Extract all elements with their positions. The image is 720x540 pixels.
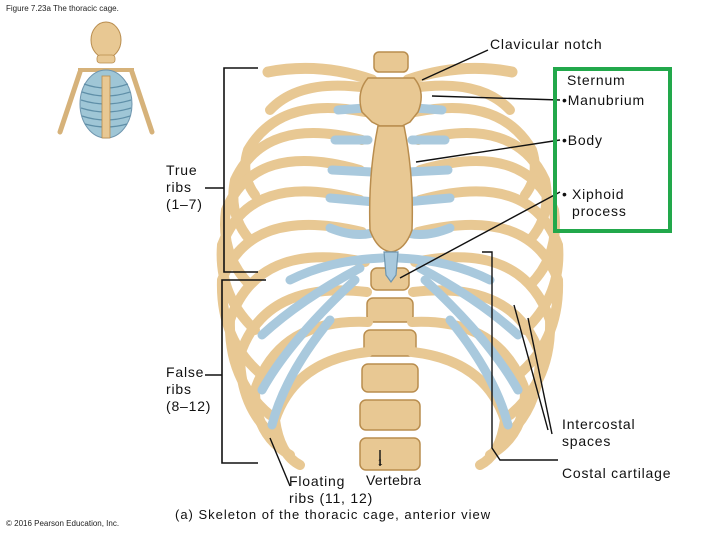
label-body: Body [562, 132, 603, 149]
xiphoid-bullet: • [562, 186, 568, 202]
label-xiphoid-process: Xiphoid process [572, 186, 627, 219]
skeleton-thumbnail [57, 21, 155, 139]
label-floating-ribs: Floating ribs (11, 12) [289, 473, 374, 506]
copyright-notice: © 2016 Pearson Education, Inc. [6, 519, 120, 528]
label-false-ribs: False ribs (8–12) [166, 364, 212, 414]
label-manubrium: Manubrium [562, 92, 645, 109]
label-intercostal-spaces: Intercostal spaces [562, 416, 636, 449]
sternum-highlight-box [553, 67, 672, 233]
panel-title-text: Skeleton of the thoracic cage, anterior … [198, 507, 492, 522]
panel-title: (a) Skeleton of the thoracic cage, anter… [175, 507, 491, 522]
label-vertebra-number: 1 [378, 458, 383, 467]
label-vertebra: Vertebra [366, 472, 422, 488]
panel-letter: (a) [175, 507, 194, 522]
figure-caption: Figure 7.23a The thoracic cage. [6, 4, 119, 13]
sternum-bone [359, 77, 422, 284]
costal-cartilages [257, 103, 523, 430]
rib-group-brackets [205, 67, 266, 464]
label-sternum: Sternum [567, 72, 626, 88]
clavicles [262, 62, 518, 86]
label-clavicular-notch: Clavicular notch [490, 36, 603, 52]
vertebral-column [359, 51, 421, 471]
leader-lines [269, 49, 561, 487]
label-true-ribs: True ribs (1–7) [166, 162, 203, 212]
label-costal-cartilage: Costal cartilage [562, 465, 672, 481]
